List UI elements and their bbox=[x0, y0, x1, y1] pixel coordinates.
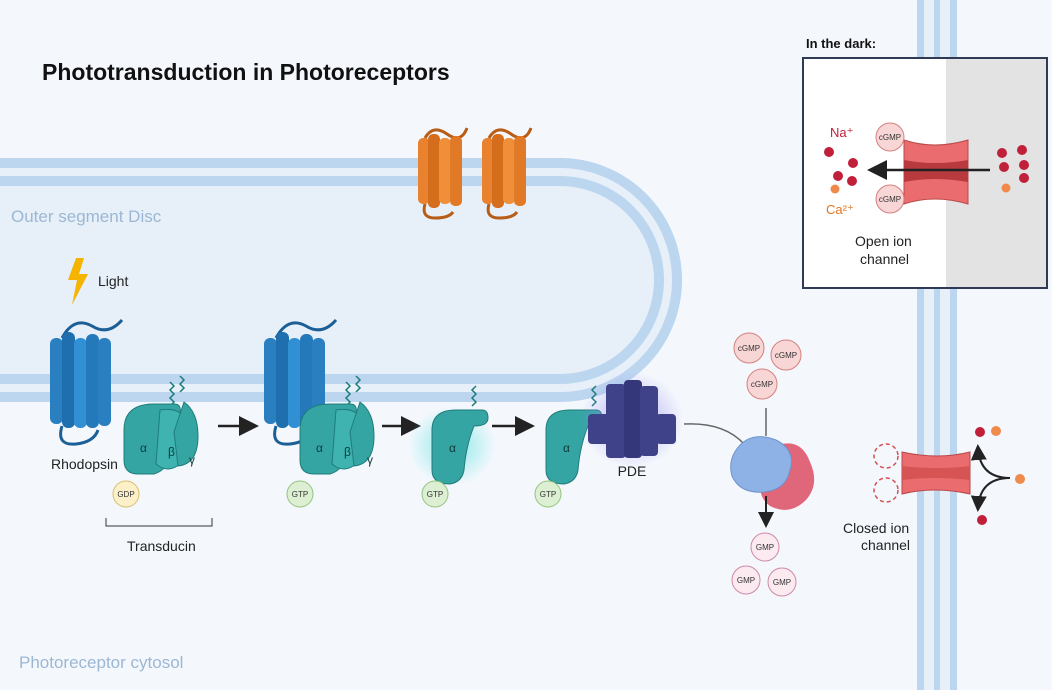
transducin-label: Transducin bbox=[127, 538, 196, 554]
lightning-icon bbox=[68, 258, 88, 305]
closed-channel-label-line2: channel bbox=[861, 537, 910, 553]
cgmp-text: cGMP bbox=[751, 380, 773, 389]
cgmp-text: cGMP bbox=[879, 133, 901, 142]
gmp-text: GMP bbox=[773, 578, 791, 587]
orange-opsin-left bbox=[418, 127, 469, 220]
gamma-label-2: γ bbox=[367, 453, 373, 467]
gtp-molecule-3 bbox=[534, 480, 562, 508]
light-label: Light bbox=[98, 273, 128, 289]
transducin-bracket bbox=[105, 518, 213, 527]
cgmp-text: cGMP bbox=[775, 351, 797, 360]
gmp-text: GMP bbox=[756, 543, 774, 552]
gtp-label-3: GTP bbox=[540, 490, 556, 499]
gmp-cluster bbox=[731, 532, 797, 597]
gmp-molecule bbox=[750, 532, 780, 562]
ca-ion-label: Ca²⁺ bbox=[826, 202, 854, 217]
disc-label: Outer segment Disc bbox=[11, 207, 162, 226]
ions-closed-state bbox=[975, 426, 1025, 525]
cgmp-molecule bbox=[733, 332, 765, 364]
outer-segment-disc bbox=[0, 158, 682, 402]
na-ion-label: Na⁺ bbox=[830, 125, 853, 140]
gmp-molecule bbox=[767, 567, 797, 597]
beta-label-1: β bbox=[168, 445, 175, 459]
orange-opsin-right bbox=[482, 127, 533, 220]
pde-label: PDE bbox=[618, 463, 647, 479]
cgmp-cluster-cytosol bbox=[733, 332, 802, 400]
gmp-molecule bbox=[731, 565, 761, 595]
alpha-label-4: α bbox=[563, 441, 570, 455]
page-title: Phototransduction in Photoreceptors bbox=[42, 59, 450, 85]
pde-enzyme bbox=[588, 380, 676, 458]
transducin-complex-inactive bbox=[123, 375, 199, 475]
rhodopsin-activated bbox=[264, 318, 338, 446]
beta-label-2: β bbox=[344, 445, 351, 459]
cgmp-molecule bbox=[875, 122, 905, 152]
cgmp-molecule bbox=[746, 368, 778, 400]
gtp-molecule-2 bbox=[421, 480, 449, 508]
alpha-label-1: α bbox=[140, 441, 147, 455]
gtp-label-1: GTP bbox=[292, 490, 308, 499]
transducin-complex-active bbox=[299, 375, 375, 475]
gtp-molecule-1 bbox=[286, 480, 314, 508]
rhodopsin-label: Rhodopsin bbox=[51, 456, 118, 472]
closed-channel-label-line1: Closed ion bbox=[843, 520, 909, 536]
dark-panel-heading: In the dark: bbox=[806, 36, 876, 51]
efflux-arrows bbox=[970, 444, 1011, 512]
cgmp-molecule bbox=[875, 184, 905, 214]
alpha-label-3: α bbox=[449, 441, 456, 455]
closed-ion-channel bbox=[873, 443, 971, 503]
alpha-subunit-free bbox=[431, 385, 489, 485]
gdp-molecule bbox=[112, 480, 140, 508]
cgmp-text: cGMP bbox=[879, 195, 901, 204]
pde-pointer-line bbox=[683, 423, 745, 445]
cgmp-molecule bbox=[770, 339, 802, 371]
cgmp-text: cGMP bbox=[738, 344, 760, 353]
cytosol-label: Photoreceptor cytosol bbox=[19, 653, 183, 672]
open-channel-label-line1: Open ion bbox=[855, 233, 912, 249]
gdp-label: GDP bbox=[117, 490, 134, 499]
open-channel-label-line2: channel bbox=[860, 251, 909, 267]
pde-substrate-complex bbox=[730, 436, 815, 510]
gamma-label-1: γ bbox=[189, 453, 195, 467]
gtp-label-2: GTP bbox=[427, 490, 443, 499]
alpha-label-2: α bbox=[316, 441, 323, 455]
gmp-text: GMP bbox=[737, 576, 755, 585]
dark-panel bbox=[802, 57, 1048, 289]
rhodopsin-receptor bbox=[50, 318, 124, 446]
